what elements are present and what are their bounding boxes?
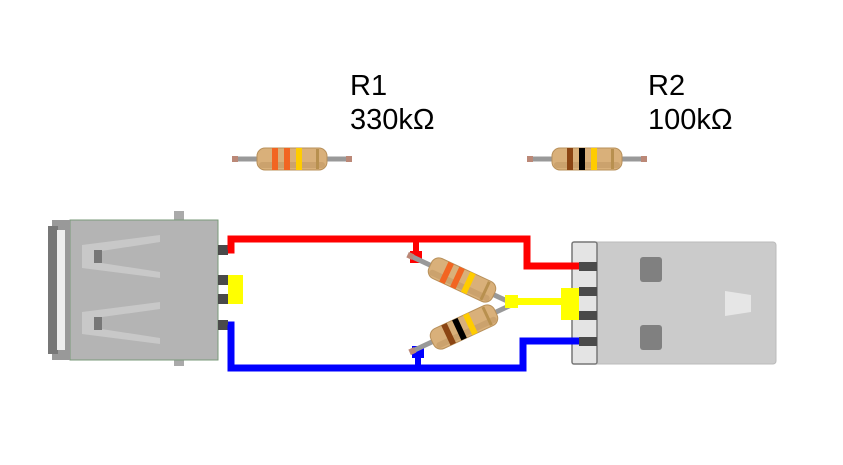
r2-value: 100kΩ	[648, 104, 733, 136]
r2-label: R2	[648, 70, 685, 102]
wire-gnd[interactable]	[227, 321, 579, 372]
wire-data-male[interactable]	[505, 288, 579, 320]
wire-data-female[interactable]	[228, 275, 243, 304]
resistor-r1[interactable]	[232, 148, 352, 170]
wire-vcc[interactable]	[227, 235, 579, 270]
r1-value: 330kΩ	[350, 104, 435, 136]
resistor-r1-placed[interactable]	[403, 245, 521, 316]
resistor-r2-placed[interactable]	[405, 292, 523, 363]
usb-a-female-connector[interactable]	[48, 211, 228, 366]
resistor-r2[interactable]	[527, 148, 647, 170]
r1-label: R1	[350, 70, 387, 102]
usb-a-male-connector[interactable]	[571, 241, 777, 365]
